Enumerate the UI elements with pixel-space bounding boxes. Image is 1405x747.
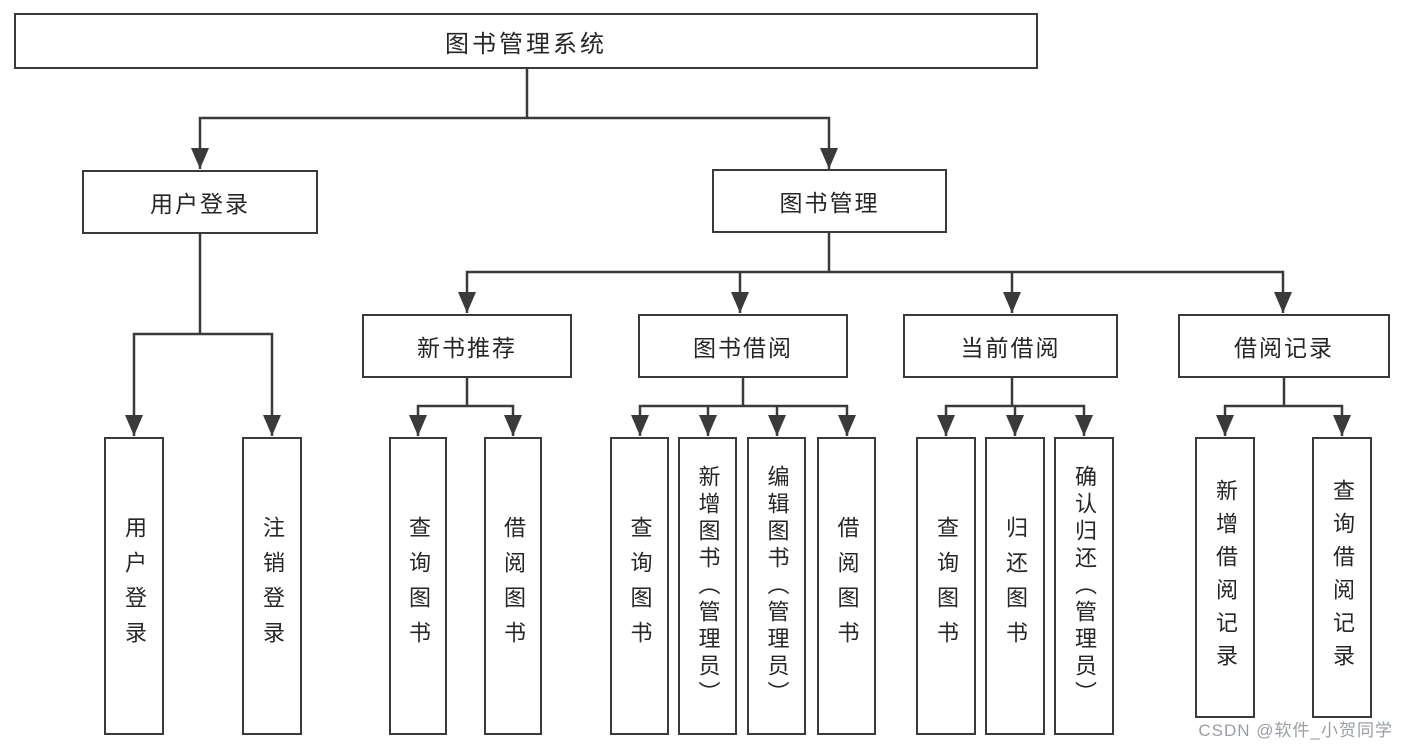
node-book-management-label: 图书管理: [779, 190, 880, 216]
node-user-login-label: 用户登录: [150, 191, 250, 217]
leaf-logout: 注销登录: [242, 437, 302, 735]
connector-newbook-bar: [409, 404, 522, 436]
leaf-bb-query-books: 查询图书: [610, 437, 669, 735]
leaf-cb-confirm-return-admin: 确认归还（管理员）: [1054, 437, 1114, 735]
leaf-br-add-record: 新增借阅记录: [1195, 437, 1255, 718]
node-current-borrow: 当前借阅: [903, 314, 1118, 378]
connector-bookborrow-bar: [631, 404, 856, 436]
node-root-library-system: 图书管理系统: [14, 13, 1038, 69]
node-book-management: 图书管理: [712, 169, 947, 233]
node-new-book-recommend-label: 新书推荐: [417, 335, 517, 361]
node-root-label: 图书管理系统: [445, 30, 607, 58]
connector-bookmgmt-bar: [458, 270, 1292, 313]
node-borrow-records-label: 借阅记录: [1234, 335, 1334, 361]
connector-borrowrecords-bar: [1216, 404, 1351, 436]
node-current-borrow-label: 当前借阅: [960, 335, 1061, 361]
connector-userlogin-bar: [125, 332, 281, 436]
connector-root-bar: [191, 116, 838, 169]
node-book-borrow-label: 图书借阅: [693, 335, 793, 361]
node-new-book-recommend: 新书推荐: [362, 314, 572, 378]
node-book-borrow: 图书借阅: [638, 314, 848, 378]
leaf-cb-return-books: 归还图书: [985, 437, 1045, 735]
node-user-login: 用户登录: [82, 170, 318, 234]
leaf-bb-add-books-admin: 新增图书（管理员）: [678, 437, 737, 735]
leaf-nbr-borrow-books: 借阅图书: [484, 437, 542, 735]
csdn-watermark: CSDN @软件_小贺同学: [1198, 721, 1393, 740]
leaf-bb-edit-books-admin: 编辑图书（管理员）: [747, 437, 806, 735]
leaf-br-query-record: 查询借阅记录: [1312, 437, 1372, 718]
leaf-user-login: 用户登录: [104, 437, 164, 735]
leaf-nbr-query-books: 查询图书: [389, 437, 447, 735]
node-borrow-records: 借阅记录: [1178, 314, 1390, 378]
leaf-bb-borrow-books: 借阅图书: [817, 437, 876, 735]
leaf-cb-query-books: 查询图书: [916, 437, 976, 735]
